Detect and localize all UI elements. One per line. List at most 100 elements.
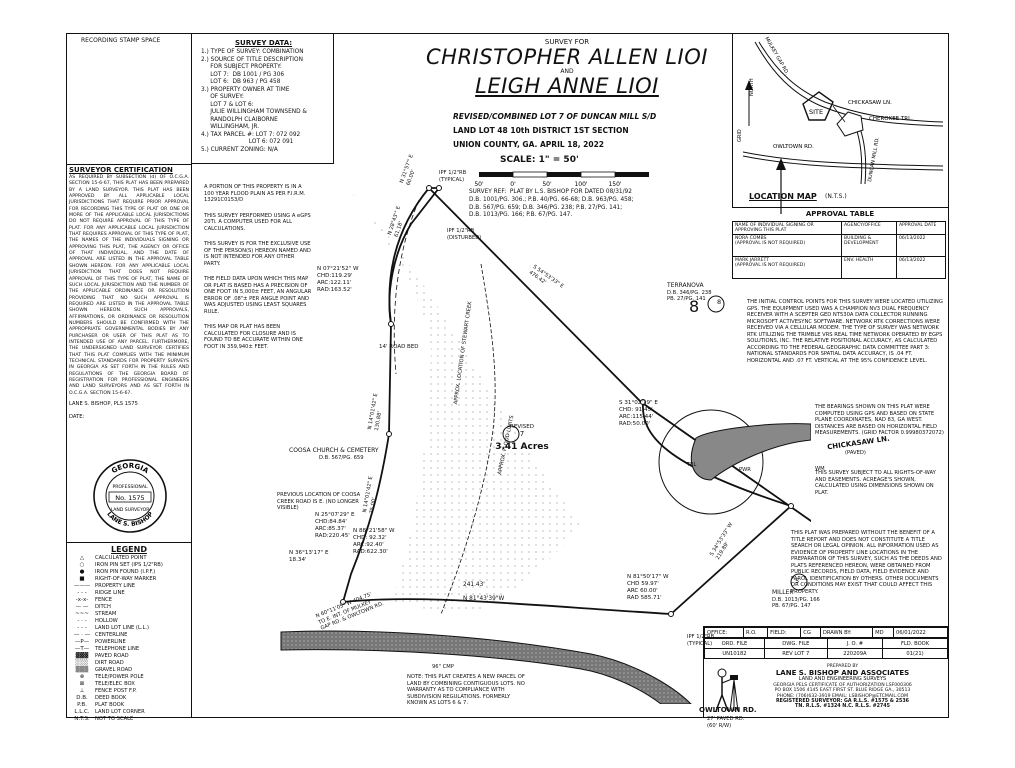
- coosa-name: COOSA CHURCH & CEMETERY: [289, 447, 379, 454]
- legend-item: - - -RIDGE LINE: [69, 589, 189, 596]
- seal-number: No. 1575: [115, 494, 144, 502]
- approval-table-title: APPROVAL TABLE: [805, 210, 875, 218]
- title-block: OFFICE: R.O. FIELD: CG DRAWN BY: MD 06/0…: [703, 626, 949, 717]
- tb-office-value: R.O.: [743, 627, 769, 638]
- certification-date-label: DATE:: [69, 413, 85, 420]
- survey-data-line: LOT 6: 072 091: [201, 139, 294, 146]
- legend-symbol-icon: ▒▒▒: [75, 666, 89, 673]
- legend-symbol-icon: —P—: [74, 638, 90, 645]
- revised-label: REVISED: [510, 424, 534, 430]
- map-road-cherokee: CHEROKEE TRL.: [869, 116, 913, 122]
- recording-stamp-label: RECORDING STAMP SPACE: [81, 37, 161, 44]
- title-block-table-2: ORD. FILE DWG. FILE J. O. # FLD. BOOK UN…: [704, 638, 948, 659]
- chickasaw-label: CHICKASAW LN.: [826, 434, 891, 452]
- map-road-owltown: OWLTOWN RD.: [773, 144, 814, 150]
- tb-fld-book-label: FLD. BOOK: [882, 638, 948, 649]
- owner-name-1: CHRISTOPHER ALLEN LIOI: [426, 45, 708, 69]
- plat-subtitle: REVISED/COMBINED LOT 7 OF DUNCAN MILL S/…: [453, 112, 657, 121]
- legend-label: PLAT BOOK: [95, 701, 125, 708]
- tb-ord-file-value: UN10182: [704, 648, 765, 659]
- note-bottom: NOTE: THIS PLAT CREATES A NEW PARCEL OF …: [407, 674, 525, 706]
- firm-address: PO BOX 1506 4145 EAST FIRST ST. BLUE RID…: [774, 688, 911, 694]
- survey-data-heading: SURVEY DATA:: [235, 39, 293, 47]
- miller-number: 5: [795, 577, 800, 585]
- legend-item: △CALCULATED POINT: [69, 554, 189, 561]
- firm-name: LANE S. BISHOP AND ASSOCIATES: [775, 669, 910, 678]
- legend-label: TELEPHONE LINE: [95, 645, 140, 652]
- legend-label: IRON PIN SET (IPS 1/2"RB): [95, 561, 163, 568]
- miller-block: MILLER D.B. 1013/PG. 166 PB. 67/PG. 147: [772, 589, 842, 610]
- tb-field-label: FIELD:: [767, 627, 802, 638]
- plat-drawing: [280, 158, 811, 704]
- legend-symbol-icon: -x-x-: [75, 596, 89, 603]
- seal-land-surveyor: LAND SURVEYOR: [111, 507, 151, 513]
- tb-fld-book-value: 01(21): [882, 648, 948, 659]
- surveyor-certification: SURVEYOR CERTIFICATION AS REQUIRED BY SU…: [69, 166, 189, 420]
- tb-ord-file-label: ORD. FILE: [704, 638, 765, 649]
- legend-label: DITCH: [95, 603, 111, 610]
- legend-label: CENTERLINE: [95, 631, 128, 638]
- survey-data-line: LOT 6: DB 963 / PG 458: [201, 79, 281, 86]
- title-block-table: OFFICE: R.O. FIELD: CG DRAWN BY: MD 06/0…: [703, 627, 949, 638]
- scale-tick-label: 100': [574, 181, 587, 188]
- legend-symbol-icon: - · -: [77, 617, 87, 624]
- note-equipment: THIS SURVEY PERFORMED USING A eGPS 20Ti.…: [204, 212, 311, 232]
- left-column-divider: [191, 34, 192, 717]
- call-8: N 88°21'58" W CHD: 92.32' ARC:92.40' RAD…: [353, 528, 395, 555]
- legend-item: -x-x-FENCE: [69, 596, 189, 603]
- approval-row-2-agency: ENV. HEALTH: [841, 256, 897, 279]
- approval-table: NAME OF INDIVIDUAL SIGNING OR APPROVING …: [732, 221, 946, 279]
- certification-heading: SURVEYOR CERTIFICATION: [69, 166, 173, 174]
- stamp-divider: [67, 164, 191, 165]
- scale-bar: 50'0'50'100'150': [474, 171, 649, 188]
- land-lot: LAND LOT 48 10th DISTRICT 1ST SECTION: [453, 126, 629, 135]
- survey-for: SURVEY FOR: [544, 38, 590, 46]
- survey-data-line: OF SURVEY:: [201, 94, 244, 101]
- certification-text: AS REQUIRED BY SUBSECTION (d) OF O.C.G.A…: [69, 175, 189, 396]
- firm-sub: LAND AND ENGINEERING SURVEYS: [798, 676, 887, 683]
- seal-state: GEORGIA: [110, 462, 150, 475]
- legend-label: FENCE POST F.P.: [95, 687, 137, 694]
- legend-label: DIRT ROAD: [95, 659, 124, 666]
- tb-dwg-file-label: DWG. FILE: [763, 638, 828, 649]
- legend-item: ———PROPERTY LINE: [69, 582, 189, 589]
- cmp-label: 96" CMP: [432, 664, 454, 670]
- surveyor-figure-icon: [715, 668, 739, 712]
- location-map-title: LOCATION MAP: [749, 192, 817, 201]
- tb-office-label: OFFICE:: [703, 627, 745, 638]
- legend-label: RIGHT-OF-WAY MARKER: [95, 575, 157, 582]
- tb-jo-value: 220209A: [826, 648, 884, 659]
- legend-item: ~~~STREAM: [69, 610, 189, 617]
- call-9: 241.43': [463, 582, 485, 588]
- svg-text:GEORGIA: GEORGIA: [110, 462, 150, 475]
- pwr-label: PWR: [739, 467, 751, 473]
- owltown-sub: 27' PAVED RD. (60' R/W): [707, 716, 745, 729]
- call-11: N 81°50'17" W CHD 59.97' ARC 60.00' RAD …: [627, 574, 669, 601]
- map-site-label: SITE: [809, 108, 823, 116]
- legend-symbol-icon: ⊠: [79, 680, 85, 687]
- terranova-name: TERRANOVA: [667, 282, 704, 289]
- map-road-chickasaw: CHICKASAW LN.: [848, 100, 892, 106]
- acreage: 3.41 Acres: [495, 442, 549, 452]
- legend-label: PAVED ROAD: [95, 652, 129, 659]
- legend-label: LAND LOT CORNER: [95, 708, 145, 715]
- map-road-mulkey: MULKEY GAP RD.: [763, 36, 790, 76]
- legend-symbol-icon: ▓▓▓: [75, 652, 89, 659]
- note-exclusive: THIS SURVEY IS FOR THE EXCLUSIVE USE OF …: [204, 241, 311, 267]
- wm-label: WM: [815, 466, 825, 472]
- legend-label: POWERLINE: [95, 638, 126, 645]
- legend-label: NOT TO SCALE: [95, 715, 134, 722]
- plat-sheet: RECORDING STAMP SPACE SURVEY DATA: 1.) T…: [66, 33, 949, 729]
- legend-item: ⊠TELE/ELEC BOX: [69, 680, 189, 687]
- prepared-by: PREPARED BY: [826, 664, 859, 669]
- legend-symbol-icon: ░░░: [75, 659, 89, 666]
- survey-data-line: 5.) CURRENT ZONING: N/A: [201, 146, 278, 153]
- survey-data-line: JULIE WILLINGHAM TOWNSEND &: [201, 109, 307, 116]
- legend-item: ■RIGHT-OF-WAY MARKER: [69, 575, 189, 582]
- legend-label: RIDGE LINE: [95, 589, 125, 596]
- call-13: S 31°02'19" E CHD: 91.45' ARC:115.44' RA…: [619, 400, 658, 427]
- seal-professional: PROFESSIONAL: [112, 484, 148, 490]
- note-flood: A PORTION OF THIS PROPERTY IS IN A 100 Y…: [204, 184, 306, 203]
- legend-item: —P— POWERLINE: [69, 638, 189, 645]
- approval-row-1-agency: BUILDING & DEVELOPMENT: [841, 234, 897, 257]
